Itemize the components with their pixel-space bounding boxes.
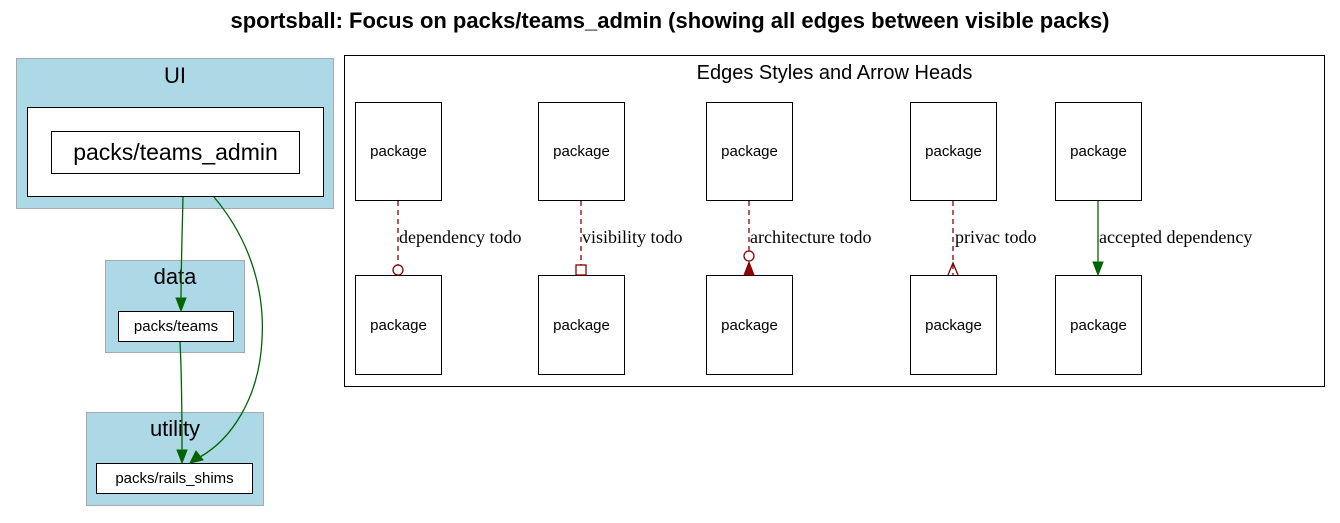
legend-package-node: package (355, 275, 442, 375)
legend-title: Edges Styles and Arrow Heads (696, 62, 973, 84)
node-packs-teams[interactable]: packs/teams (118, 311, 234, 342)
legend-edge-label-dependency-todo: dependency todo (399, 227, 522, 247)
legend-edge-label-privac-todo: privac todo (955, 227, 1037, 247)
legend-package-node: package (706, 275, 793, 375)
legend-package-node: package (538, 275, 625, 375)
cluster-utility-label: utility (149, 416, 201, 441)
diagram-title: sportsball: Focus on packs/teams_admin (… (230, 8, 1110, 33)
legend-edge-label-architecture-todo: architecture todo (750, 227, 872, 247)
cluster-data-label: data (153, 264, 197, 289)
legend-package-node: package (1055, 102, 1142, 201)
legend-package-node: package (706, 102, 793, 201)
legend-edge-label-visibility-todo: visibility todo (582, 227, 683, 247)
cluster-ui-label: UI (164, 63, 186, 88)
node-packs-rails-shims[interactable]: packs/rails_shims (96, 463, 253, 494)
legend-edge-label-accepted-dependency: accepted dependency (1099, 227, 1253, 247)
legend-box: Edges Styles and Arrow Heads (344, 55, 1325, 387)
node-packs-teams-admin[interactable]: packs/teams_admin (51, 131, 300, 174)
legend-package-node: package (538, 102, 625, 201)
legend-package-node: package (910, 275, 997, 375)
legend-package-node: package (910, 102, 997, 201)
legend-package-node: package (355, 102, 442, 201)
legend-package-node: package (1055, 275, 1142, 375)
